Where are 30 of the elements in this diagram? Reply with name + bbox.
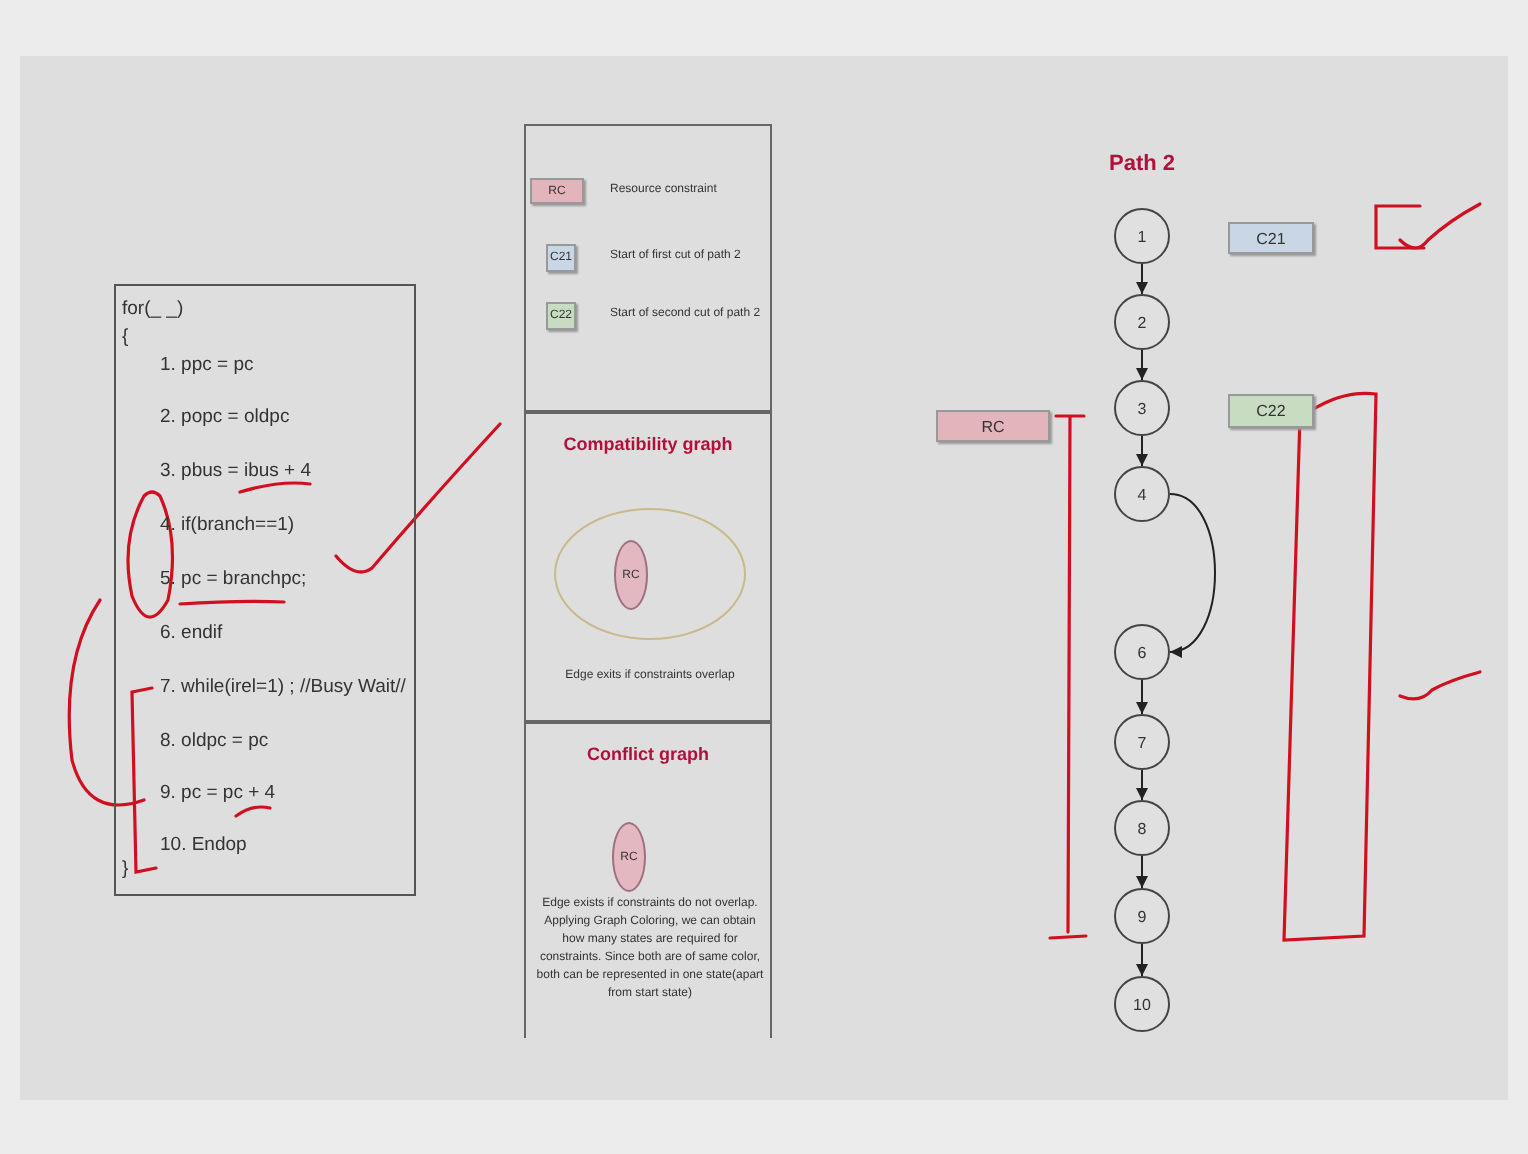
arrow <box>1136 263 1148 295</box>
graph-panel <box>524 412 772 722</box>
constraint-tag: C22 <box>1228 394 1314 428</box>
arrow <box>1169 493 1216 656</box>
code-line: 3. pbus = ibus + 4 <box>160 460 312 484</box>
panel-heading: Conflict graph <box>585 744 711 764</box>
code-line: for(_ _) <box>122 298 184 322</box>
code-line: 6. endif <box>160 622 223 646</box>
code-line: } <box>122 858 129 882</box>
arrow <box>1136 769 1148 801</box>
constraint-tag: C21 <box>1228 222 1314 254</box>
code-line: 7. while(irel=1) ; //Busy Wait// <box>160 676 406 700</box>
constraint-tag: RC <box>936 410 1050 442</box>
code-line: 9. pc = pc + 4 <box>160 782 276 806</box>
panel-heading: Compatibility graph <box>561 434 735 454</box>
graph-panel <box>524 722 772 1038</box>
arrow <box>1136 349 1148 381</box>
code-line: 1. ppc = pc <box>160 354 254 378</box>
arrow <box>1136 435 1148 467</box>
code-line: 2. popc = oldpc <box>160 406 290 430</box>
code-line: 8. oldpc = pc <box>160 730 269 754</box>
section-heading: Path 2 <box>1106 152 1177 176</box>
compatibility-ellipse <box>554 508 746 640</box>
code-panel <box>114 284 416 896</box>
arrow <box>1136 943 1148 977</box>
code-line: { <box>122 326 129 350</box>
legend-panel <box>524 124 772 412</box>
arrow <box>1136 679 1148 715</box>
arrow <box>1136 855 1148 889</box>
code-line: 10. Endop <box>160 834 247 858</box>
